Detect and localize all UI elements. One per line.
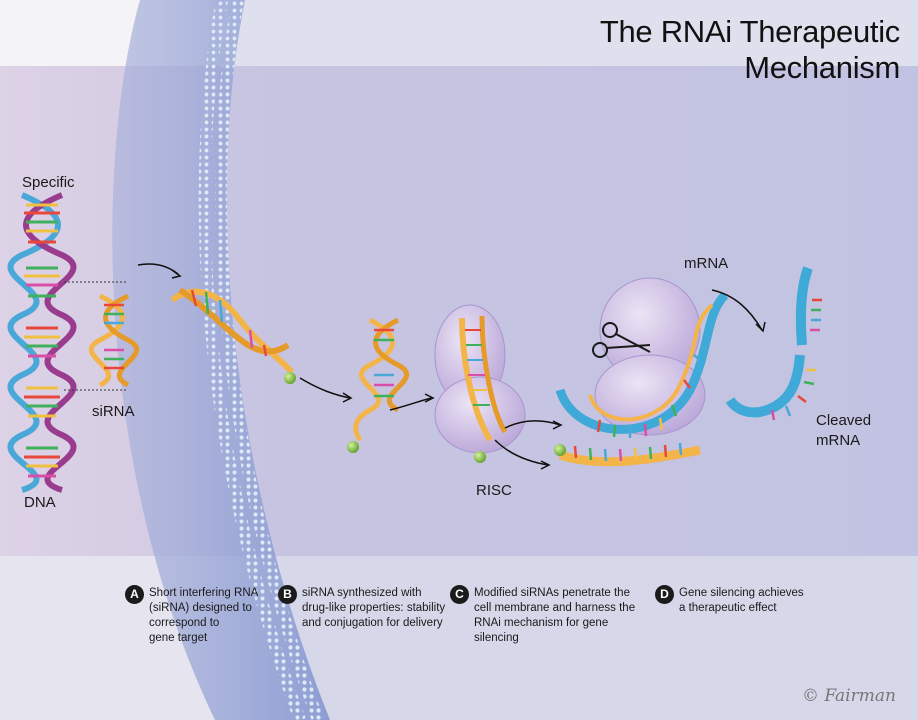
risc-complex <box>434 304 526 463</box>
risc-mrna-cleavage <box>555 277 729 438</box>
step-badge: B <box>278 585 297 604</box>
sirna-helix <box>89 293 139 388</box>
step-line: siRNA synthesized with <box>302 587 422 599</box>
step-badge: A <box>125 585 144 604</box>
artist-signature: © Fairman <box>802 686 896 706</box>
label-sirna: siRNA <box>92 403 135 420</box>
label-cleaved-line2: mRNA <box>816 432 861 449</box>
cell-interior <box>112 0 918 720</box>
step-line: (siRNA) designed to <box>149 602 252 614</box>
label-cleaved-line1: Cleaved <box>816 412 872 429</box>
step-line: Gene silencing achieves <box>679 587 804 599</box>
sirna-inside-cell <box>347 317 409 453</box>
released-strand <box>554 442 701 467</box>
step-line: cell membrane and harness the <box>474 602 636 614</box>
step-line: correspond to <box>149 617 220 629</box>
step-line: gene target <box>149 632 208 644</box>
step-line: RNAi mechanism for gene silencing <box>474 617 609 644</box>
step-line: and conjugation for delivery <box>302 617 443 629</box>
sirna-entering-membrane <box>170 287 296 384</box>
label-specific: Specific <box>22 174 75 191</box>
process-arrows <box>137 263 766 470</box>
step-line: drug-like properties: stability <box>302 602 446 614</box>
label-dna: DNA <box>24 494 56 511</box>
dna-helix <box>7 192 77 493</box>
cell-membrane-band <box>112 0 330 720</box>
step-line: Modified siRNAs penetrate the <box>474 587 630 599</box>
step-line: Short interfering RNA <box>149 587 259 599</box>
step-line: a therapeutic effect <box>679 602 777 614</box>
page-title: The RNAi Therapeutic Mechanism <box>599 14 900 85</box>
legend-band <box>0 556 918 720</box>
label-risc: RISC <box>476 482 512 499</box>
step-badge: D <box>655 585 674 604</box>
step-badge: C <box>450 585 469 604</box>
cleaved-mrna <box>725 266 822 421</box>
label-mrna: mRNA <box>684 255 729 272</box>
